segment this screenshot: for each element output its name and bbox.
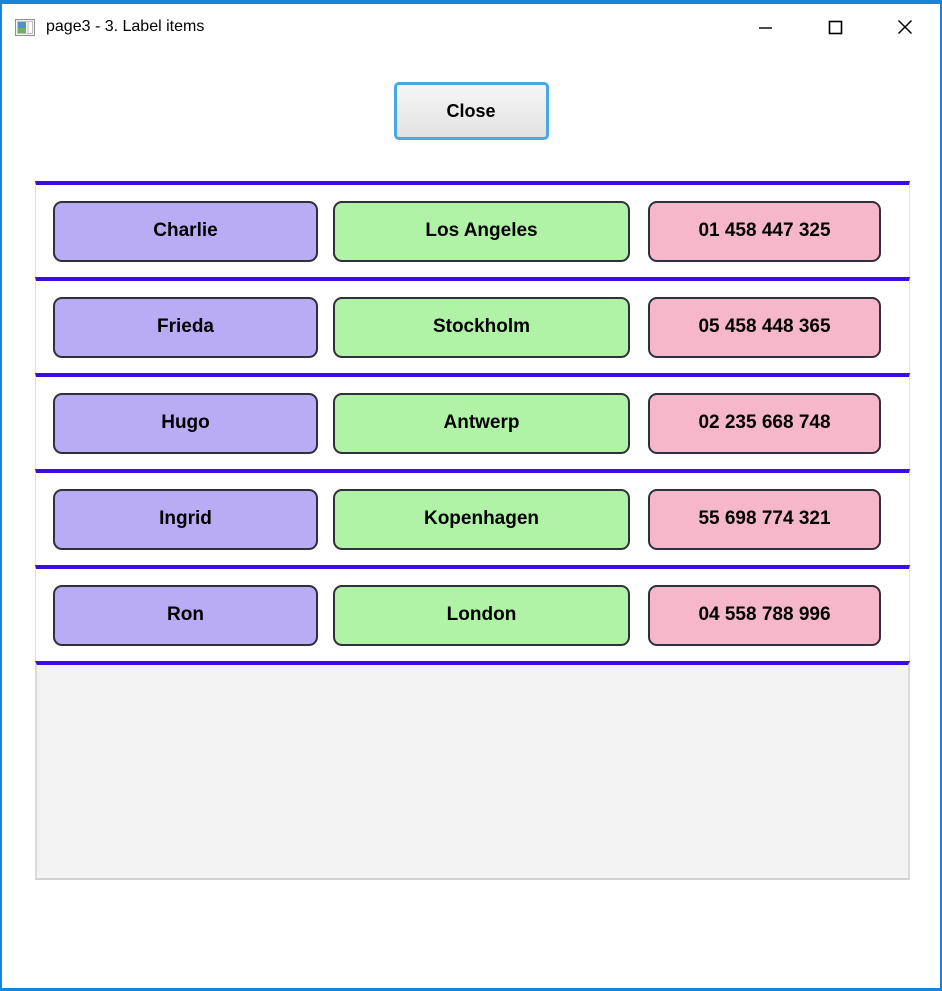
phone-label: 05 458 448 365 (648, 296, 881, 358)
name-label: Ingrid (53, 488, 318, 550)
contact-row: Ron London 04 558 788 996 (35, 565, 910, 661)
phone-label: 02 235 668 748 (648, 392, 881, 454)
app-window-icon (15, 18, 35, 36)
minimize-button[interactable] (730, 4, 800, 50)
name-label: Frieda (53, 296, 318, 358)
close-window-button[interactable] (870, 4, 940, 50)
city-label: London (333, 584, 630, 646)
name-label: Ron (53, 584, 318, 646)
contact-row: Charlie Los Angeles 01 458 447 325 (35, 181, 910, 277)
phone-label: 01 458 447 325 (648, 200, 881, 262)
title-bar: page3 - 3. Label items (2, 4, 940, 50)
maximize-button[interactable] (800, 4, 870, 50)
empty-panel (35, 661, 910, 880)
contact-row: Ingrid Kopenhagen 55 698 774 321 (35, 469, 910, 565)
minimize-icon (758, 26, 772, 29)
contact-rows: Charlie Los Angeles 01 458 447 325 Fried… (35, 181, 910, 661)
contact-row: Hugo Antwerp 02 235 668 748 (35, 373, 910, 469)
phone-label: 04 558 788 996 (648, 584, 881, 646)
name-label: Charlie (53, 200, 318, 262)
contact-row: Frieda Stockholm 05 458 448 365 (35, 277, 910, 373)
name-label: Hugo (53, 392, 318, 454)
city-label: Stockholm (333, 296, 630, 358)
contact-list: Charlie Los Angeles 01 458 447 325 Fried… (35, 181, 910, 880)
window-title: page3 - 3. Label items (46, 18, 205, 35)
maximize-icon (828, 20, 842, 34)
close-button[interactable]: Close (393, 82, 549, 140)
phone-label: 55 698 774 321 (648, 488, 881, 550)
city-label: Antwerp (333, 392, 630, 454)
city-label: Los Angeles (333, 200, 630, 262)
city-label: Kopenhagen (333, 488, 630, 550)
close-icon (898, 20, 912, 34)
window-controls (730, 4, 940, 50)
